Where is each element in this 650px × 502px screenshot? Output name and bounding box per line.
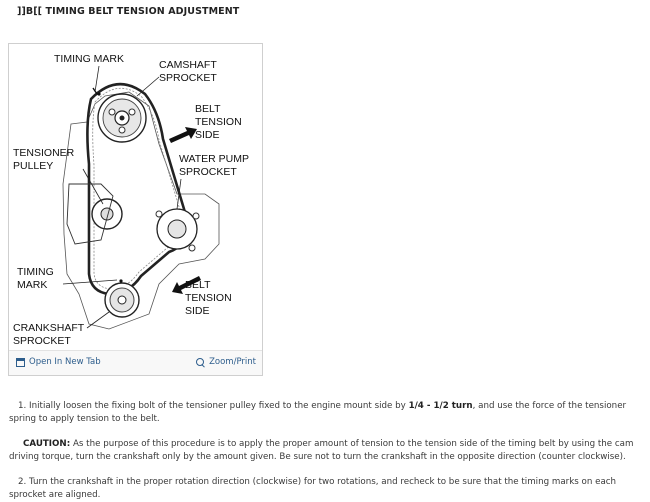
step-2-paragraph: 2. Turn the crankshaft in the proper rot… bbox=[9, 477, 617, 500]
zoom-print-label: Zoom/Print bbox=[209, 357, 256, 367]
new-tab-icon bbox=[16, 357, 25, 367]
label-timing-mark-bottom: MARK bbox=[17, 279, 47, 291]
caution-label: CAUTION: bbox=[23, 439, 71, 449]
label-belt-bottom-3: SIDE bbox=[185, 305, 210, 317]
label-crankshaft-sprocket: SPROCKET bbox=[13, 335, 71, 347]
caution-text: As the purpose of this procedure is to a… bbox=[9, 439, 634, 462]
step-1-text-end: , and use the force of the tensioner spr… bbox=[9, 401, 627, 424]
diagram-figure: TIMING MARK CAMSHAFT SPROCKET BELT TENSI… bbox=[8, 43, 263, 376]
label-belt-top-3: SIDE bbox=[195, 129, 220, 141]
caution-paragraph: CAUTION: As the purpose of this procedur… bbox=[9, 438, 639, 464]
label-belt-top-1: BELT bbox=[195, 103, 221, 115]
water-pump-sprocket bbox=[155, 208, 200, 252]
open-in-new-tab-label: Open In New Tab bbox=[29, 357, 101, 367]
step-1-paragraph: 1. Initially loosen the fixing bolt of t… bbox=[9, 400, 639, 426]
page-heading: ]]B[[ TIMING BELT TENSION ADJUSTMENT bbox=[17, 6, 240, 17]
arrow-icon bbox=[172, 276, 201, 294]
step-1-turn-amount: 1/4 - 1/2 turn bbox=[408, 401, 473, 411]
label-water-pump-sprocket: SPROCKET bbox=[179, 166, 237, 178]
step-1-text: 1. Initially loosen the fixing bolt of t… bbox=[18, 401, 409, 411]
label-belt-top-2: TENSION bbox=[195, 116, 242, 128]
arrow-icon bbox=[169, 127, 197, 143]
zoom-icon bbox=[196, 357, 205, 367]
crankshaft-sprocket bbox=[104, 282, 140, 318]
label-water-pump: WATER PUMP bbox=[179, 153, 249, 165]
label-tensioner-pulley: PULLEY bbox=[13, 160, 53, 172]
camshaft-sprocket bbox=[97, 93, 147, 143]
label-camshaft: CAMSHAFT bbox=[159, 59, 217, 71]
figure-toolbar: Open In New Tab Zoom/Print bbox=[9, 350, 262, 375]
label-belt-bottom-2: TENSION bbox=[185, 292, 232, 304]
timing-belt-diagram: TIMING MARK CAMSHAFT SPROCKET BELT TENSI… bbox=[13, 53, 249, 347]
zoom-print-link[interactable]: Zoom/Print bbox=[196, 357, 256, 367]
label-tensioner: TENSIONER bbox=[13, 147, 75, 159]
tensioner-pulley bbox=[66, 183, 123, 245]
label-belt-bottom-1: BELT bbox=[185, 279, 211, 291]
label-crankshaft: CRANKSHAFT bbox=[13, 322, 85, 334]
open-in-new-tab-link[interactable]: Open In New Tab bbox=[16, 357, 101, 367]
label-timing-bottom: TIMING bbox=[17, 266, 54, 278]
label-camshaft-sprocket: SPROCKET bbox=[159, 72, 217, 84]
label-timing-mark-top: TIMING MARK bbox=[54, 53, 124, 65]
